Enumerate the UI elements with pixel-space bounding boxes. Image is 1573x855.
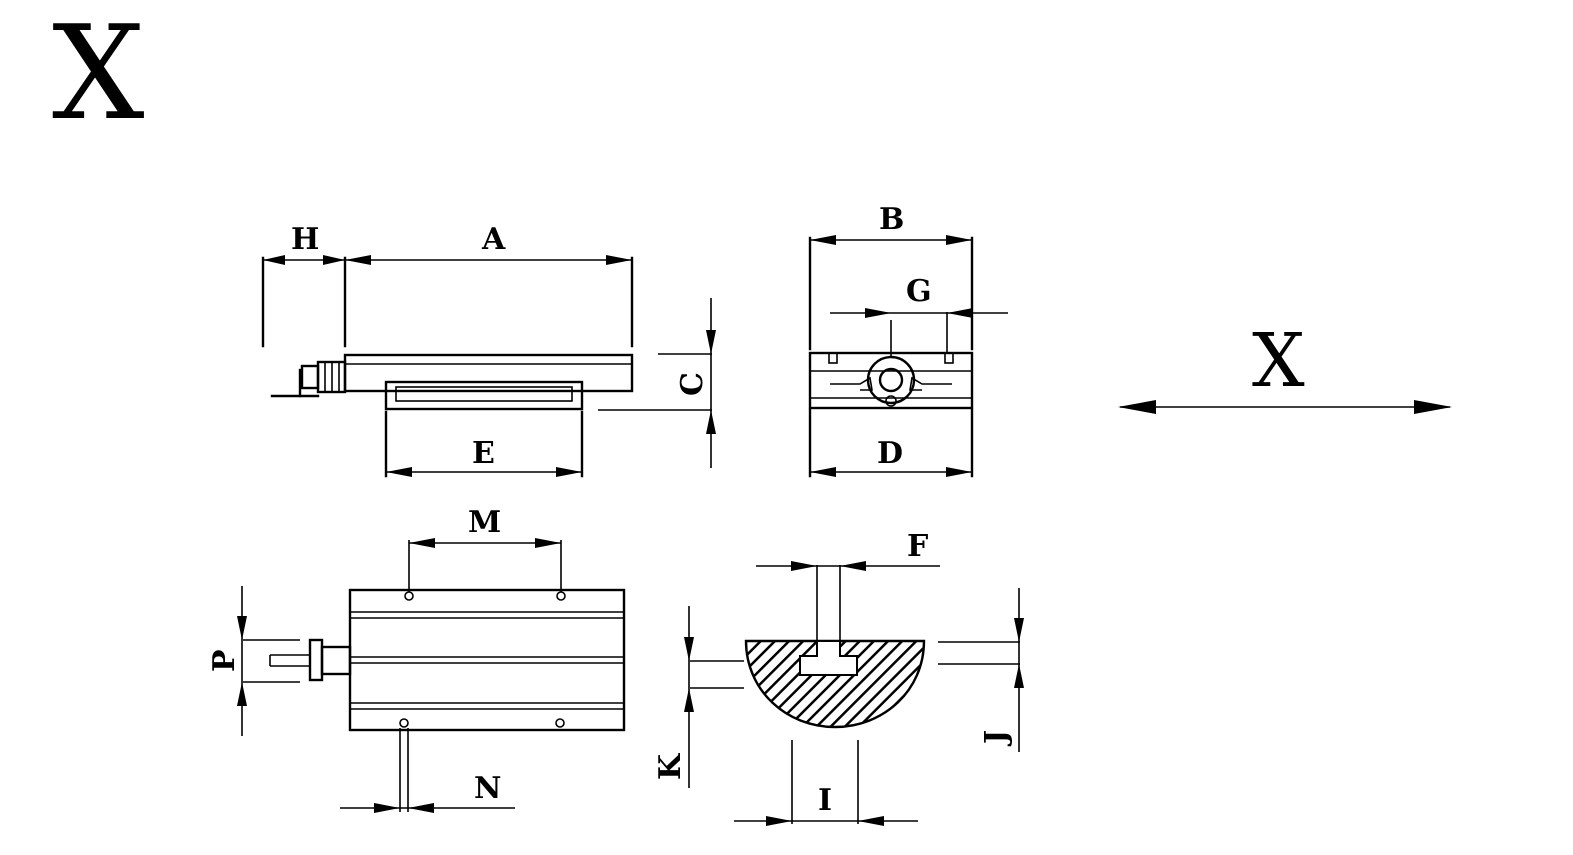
dimension-a: A [345, 222, 634, 348]
label-j: J [979, 730, 1014, 747]
label-e: E [472, 436, 495, 471]
dimension-e: E [384, 410, 584, 478]
label-b: B [879, 202, 904, 237]
top-view [269, 588, 626, 732]
label-k: K [653, 753, 688, 780]
label-m: M [468, 505, 501, 540]
dimension-j: J [938, 588, 1024, 752]
dimension-k: K [653, 606, 744, 788]
title-letter: X [52, 0, 145, 149]
label-a: A [481, 222, 506, 257]
side-view [270, 353, 634, 411]
label-c: C [675, 372, 710, 396]
direction-indicator: X [1118, 318, 1452, 414]
dimension-c: C [598, 298, 716, 468]
dimension-m: M [408, 505, 562, 592]
dimension-f: F [756, 529, 940, 571]
label-n: N [474, 771, 501, 806]
label-f: F [907, 529, 928, 564]
dimension-i: I [734, 740, 918, 826]
dimension-n: N [340, 728, 515, 813]
label-h: H [291, 222, 319, 257]
label-d: D [877, 436, 903, 471]
label-g: G [906, 274, 932, 309]
label-p: P [207, 649, 242, 672]
direction-label: X [1252, 318, 1305, 404]
dimension-h: H [261, 222, 347, 348]
label-i: I [818, 783, 832, 818]
dimension-b: B [808, 202, 974, 351]
dimension-p: P [207, 586, 300, 736]
dimension-d: D [808, 408, 974, 478]
dimension-g: G [830, 274, 1008, 318]
end-view [808, 312, 974, 410]
profile-section [744, 565, 926, 729]
